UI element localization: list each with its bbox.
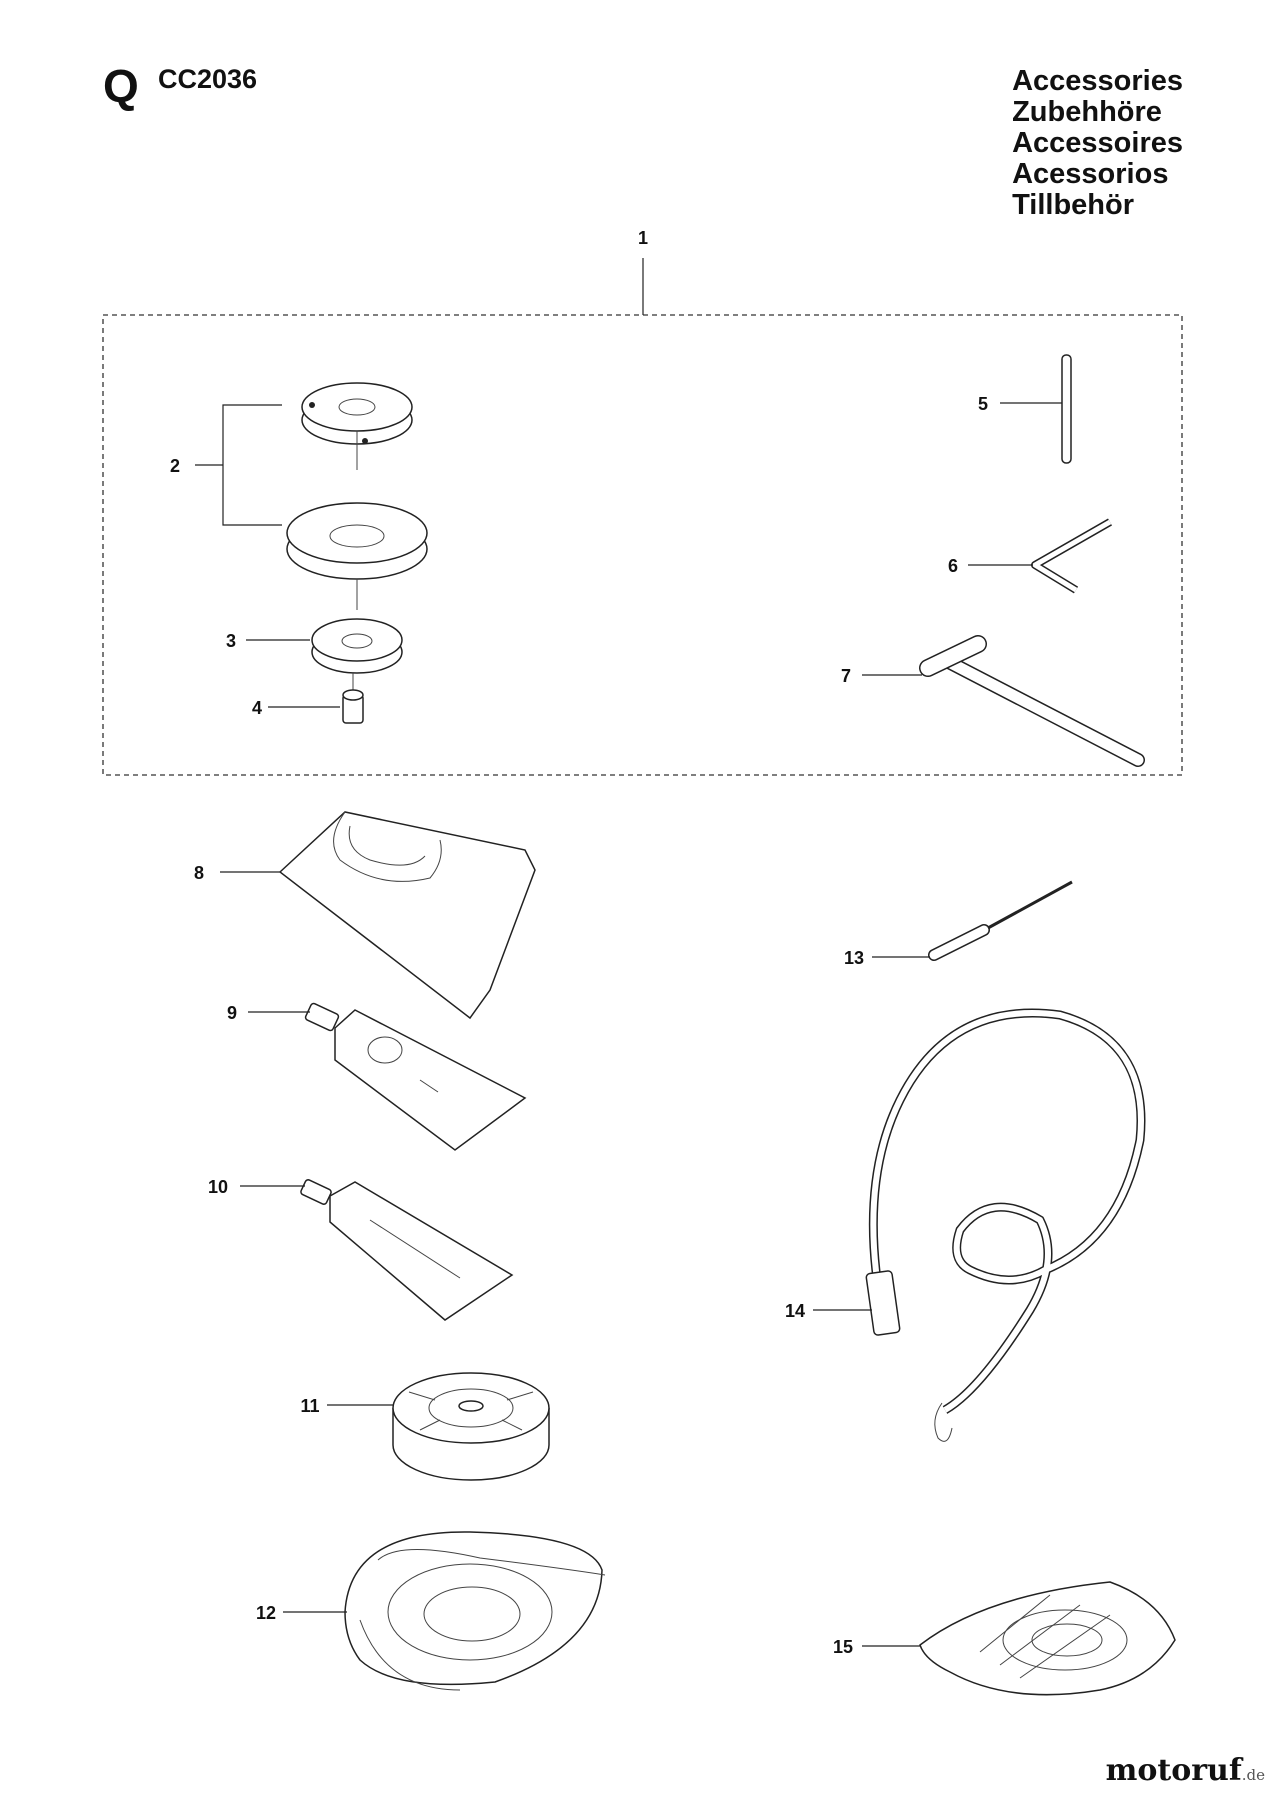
title-sv: Tillbehör — [1012, 189, 1135, 221]
watermark: motoruf.de — [1106, 1753, 1265, 1788]
title-fr: Accessoires — [1012, 127, 1183, 159]
watermark-name: motoruf — [1105, 1753, 1242, 1788]
callout-13: 13 — [844, 948, 864, 968]
title-en: Accessories — [1012, 65, 1183, 97]
part-14-harness — [865, 1008, 1146, 1442]
callout-3: 3 — [226, 631, 236, 651]
part-2-support-flanges — [286, 382, 428, 580]
callout-6: 6 — [948, 556, 958, 576]
part-7-combination-wrench — [919, 635, 1145, 767]
callout-2: 2 — [170, 456, 180, 476]
part-10-gear-grease-tube — [300, 1179, 514, 1321]
section-letter: Q — [103, 60, 139, 112]
callout-9: 9 — [227, 1003, 237, 1023]
title-block: Accessories Zubehhöre Accessoires Acesso… — [1012, 66, 1183, 221]
part-6-hex-key — [1031, 518, 1112, 594]
part-3-flange — [311, 579, 403, 674]
part-11-drive-cup — [392, 1372, 550, 1481]
part-4-nut — [342, 672, 364, 724]
callout-12: 12 — [256, 1603, 276, 1623]
callout-14: 14 — [785, 1301, 805, 1321]
callout-4: 4 — [252, 698, 262, 718]
callout-7: 7 — [841, 666, 851, 686]
kit-group-box — [102, 314, 1183, 776]
model-number: CC2036 — [158, 64, 258, 94]
part-15-trimmer-guard — [919, 1581, 1176, 1696]
callout-10: 10 — [208, 1177, 228, 1197]
part-8-transport-bag — [278, 811, 536, 1020]
callout-8: 8 — [194, 863, 204, 883]
callout-11: 11 — [300, 1396, 319, 1416]
callout-1: 1 — [638, 228, 648, 248]
part-13-file — [928, 880, 1073, 961]
watermark-tld: .de — [1241, 1766, 1265, 1784]
title-pt: Acessorios — [1012, 158, 1169, 190]
callout-15: 15 — [833, 1637, 853, 1657]
callout-5: 5 — [978, 394, 988, 414]
title-de: Zubehhöre — [1012, 96, 1162, 128]
part-9-grease-tube — [304, 1002, 527, 1151]
part-12-blade-guard — [344, 1531, 606, 1691]
part-5-locking-pin — [1061, 354, 1072, 464]
